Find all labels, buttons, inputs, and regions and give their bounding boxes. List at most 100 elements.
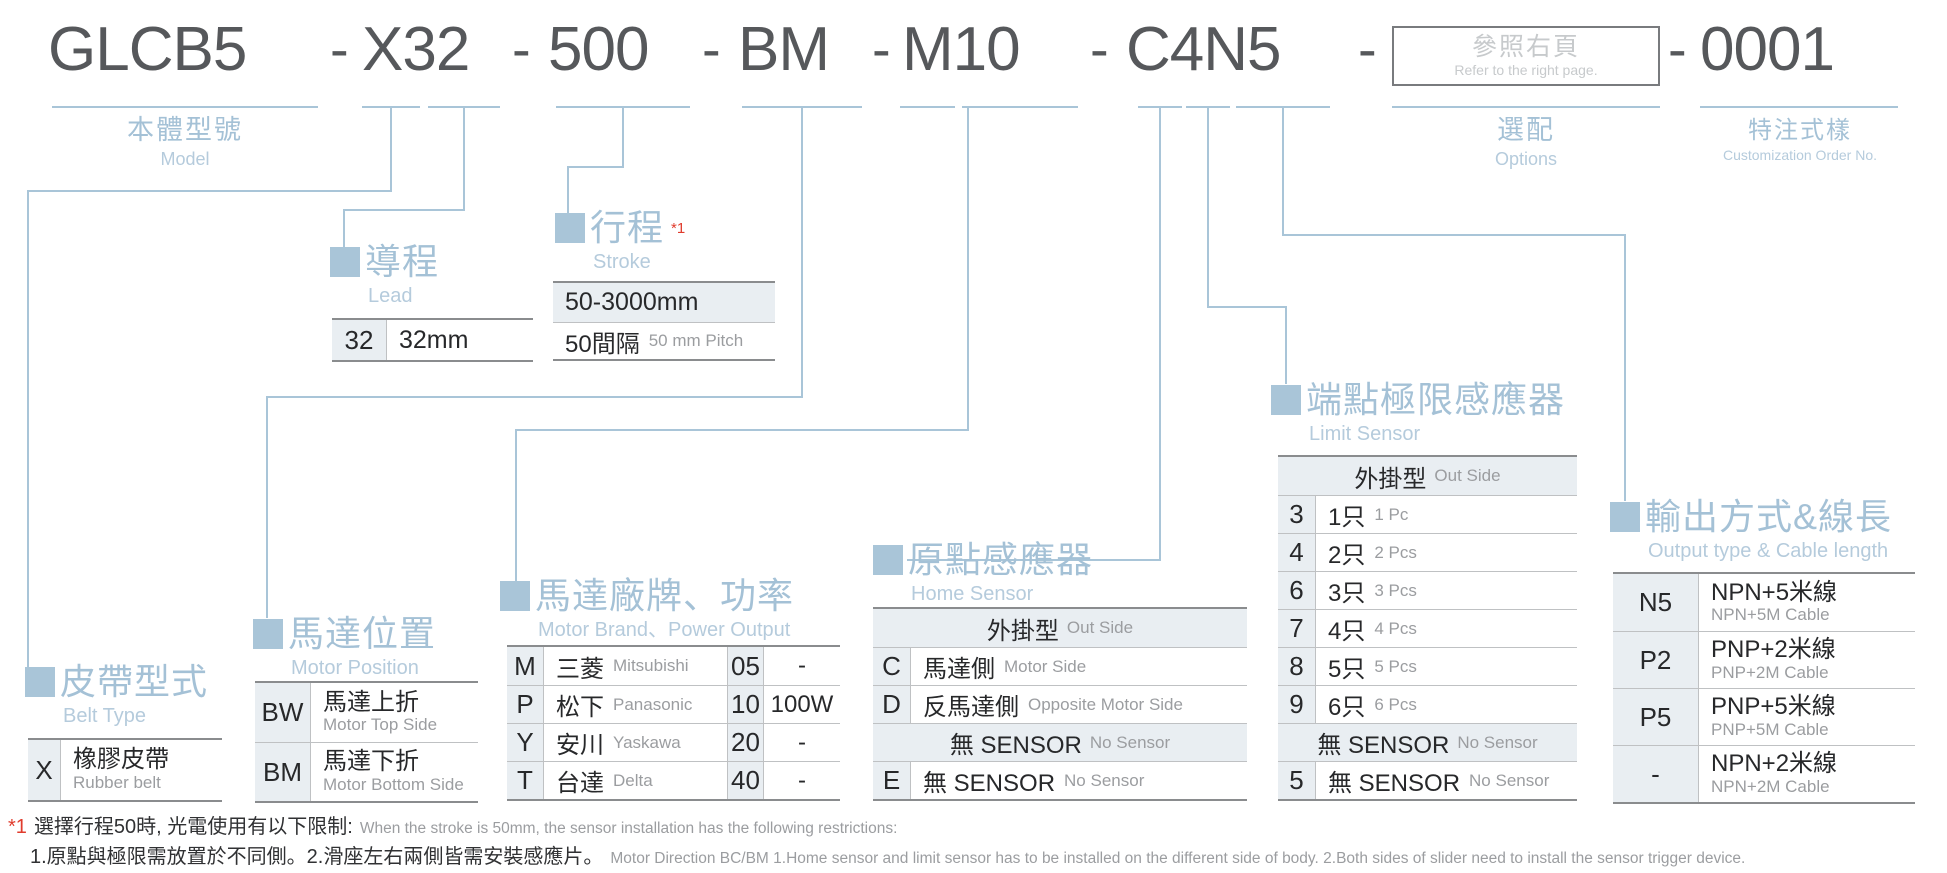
footnote-line2-cjk: 1.原點與極限需放置於不同側。2.滑座左右兩側皆需安裝感應片。 (30, 846, 604, 868)
power-code-cell: 20 (727, 724, 764, 761)
section-motor-position-heading: 馬達位置 Motor Position (253, 616, 436, 682)
motor-position-value-cjk: 馬達上折 (323, 688, 419, 716)
table-row: 8 5只 5 Pcs (1278, 647, 1577, 685)
power-value-cell: 100W (770, 690, 834, 718)
code-segment-motor-brand: M10 (902, 15, 1021, 84)
lead-heading-cjk: 導程 (365, 241, 440, 282)
bullet-icon (1610, 502, 1640, 532)
code-dash: - (330, 17, 349, 80)
limit-code-cell: 7 (1278, 610, 1316, 647)
table-row: T 台達 Delta 40 - (507, 761, 840, 799)
limit-value-cjk: 2只 (1328, 542, 1366, 569)
belt-code-cell: X (28, 740, 61, 800)
code-dash: - (1668, 17, 1687, 80)
table-row: 50-3000mm (553, 283, 775, 322)
home-sensor-heading-cjk: 原點感應器 (908, 539, 1094, 580)
motor-position-value-en: Motor Top Side (323, 715, 438, 735)
limit-sensor-heading-en: Limit Sensor (1309, 423, 1421, 445)
output-heading-en: Output type & Cable length (1648, 540, 1889, 562)
motor-position-heading-en: Motor Position (291, 657, 419, 679)
options-reference-box: 參照右頁 Refer to the right page. (1392, 26, 1660, 86)
limit-sensor-table: 外掛型 Out Side 3 1只 1 Pc 4 2只 2 Pcs 6 3只 3… (1278, 455, 1577, 801)
power-value-cell: - (798, 652, 806, 679)
output-value-en: PNP+5M Cable (1711, 719, 1829, 739)
wire-limit-sensor (1207, 107, 1287, 384)
motor-brand-table: M 三菱 Mitsubishi 05 - P 松下 Panasonic 10 1… (507, 645, 840, 801)
code-dash: - (872, 17, 891, 80)
power-code-cell: 05 (727, 647, 764, 685)
brand-en: Panasonic (613, 694, 693, 714)
label-options-cjk: 選配 (1497, 115, 1555, 145)
section-lead-heading: 導程 Lead (330, 244, 439, 310)
bullet-icon (873, 545, 903, 575)
power-value-cell: - (798, 728, 806, 756)
output-code-cell: P5 (1613, 689, 1699, 745)
motor-position-table: BW 馬達上折 Motor Top Side BM 馬達下折 Motor Bot… (255, 681, 478, 803)
limit-value-cjk: 無 SENSOR (1328, 770, 1461, 797)
code-segment-stroke: 500 (548, 15, 649, 84)
output-code-cell: - (1613, 746, 1699, 802)
table-row: - NPN+2米線 NPN+2M Cable (1613, 745, 1915, 802)
table-row: 32 32mm (332, 320, 533, 360)
table-row: P 松下 Panasonic 10 100W (507, 685, 840, 723)
motor-position-value-cjk: 馬達下折 (323, 748, 419, 776)
group-header-row: 無 SENSOR No Sensor (1278, 723, 1577, 761)
motor-position-code-cell: BM (255, 743, 311, 801)
output-code-cell: N5 (1613, 574, 1699, 631)
limit-value-cjk: 4只 (1328, 618, 1366, 645)
brand-cjk: 台達 (556, 770, 604, 797)
brand-code-cell: Y (507, 724, 544, 761)
group-header-row: 無 SENSOR No Sensor (873, 723, 1247, 761)
brand-cjk: 安川 (556, 732, 604, 759)
code-dash: - (1090, 17, 1109, 80)
home-value-cjk: 馬達側 (923, 656, 995, 683)
power-code-cell: 10 (727, 686, 764, 723)
limit-value-cjk: 6只 (1328, 694, 1366, 721)
group-header-row: 外掛型 Out Side (1278, 457, 1577, 495)
limit-value-en: 1 Pc (1374, 504, 1409, 524)
brand-code-cell: M (507, 647, 544, 685)
table-row: X 橡膠皮帶 Rubber belt (28, 740, 222, 800)
output-value-en: PNP+2M Cable (1711, 662, 1829, 682)
output-value-en: NPN+5M Cable (1711, 605, 1830, 625)
code-dash: - (702, 17, 721, 80)
footnote-line1-cjk: 選擇行程50時, 光電使用有以下限制: (33, 816, 353, 838)
limit-code-cell: 3 (1278, 496, 1316, 533)
brand-en: Yaskawa (613, 732, 681, 752)
code-segment-sensors: C4N5 (1126, 15, 1282, 84)
table-row: BM 馬達下折 Motor Bottom Side (255, 742, 478, 801)
home-sensor-heading-en: Home Sensor (911, 583, 1034, 605)
limit-value-en: No Sensor (1469, 770, 1550, 790)
output-value-cjk: PNP+5米線 (1711, 693, 1836, 721)
label-model-cjk: 本體型號 (127, 115, 243, 145)
table-row: 5 無 SENSOR No Sensor (1278, 761, 1577, 799)
wire-belt (27, 107, 392, 668)
power-value-cell: - (798, 766, 806, 794)
belt-table: X 橡膠皮帶 Rubber belt (28, 738, 222, 802)
motor-brand-heading-en: Motor Brand、Power Output (538, 619, 791, 641)
home-sensor-table: 外掛型 Out Side C 馬達側 Motor Side D 反馬達側 Opp… (873, 607, 1247, 801)
lead-value: 32mm (399, 325, 469, 354)
power-code-cell: 40 (727, 762, 764, 799)
group-header-row: 外掛型 Out Side (873, 609, 1247, 647)
output-value-cjk: NPN+5米線 (1711, 578, 1838, 606)
limit-value-en: 3 Pcs (1374, 580, 1417, 600)
belt-value-cjk: 橡膠皮帶 (73, 746, 169, 774)
label-options-en: Options (1494, 148, 1558, 169)
code-segment-order-no: 0001 (1700, 15, 1835, 84)
limit-value-cjk: 3只 (1328, 580, 1366, 607)
table-row: M 三菱 Mitsubishi 05 - (507, 647, 840, 685)
options-reference-en: Refer to the right page. (1454, 61, 1598, 78)
stroke-range: 50-3000mm (565, 288, 699, 316)
limit-code-cell: 9 (1278, 686, 1316, 723)
output-heading-cjk: 輸出方式&線長 (1645, 496, 1893, 537)
limit-value-cjk: 1只 (1328, 504, 1366, 531)
group-header-cjk: 無 SENSOR (949, 732, 1082, 759)
group-header-en: No Sensor (1089, 732, 1171, 752)
group-header-cjk: 外掛型 (986, 617, 1059, 645)
wire-stroke (567, 107, 624, 216)
brand-code-cell: P (507, 686, 544, 723)
stroke-pitch-cjk: 50間隔 (565, 330, 640, 358)
section-stroke-heading: 行程 *1 Stroke (555, 210, 685, 276)
home-code-cell: C (873, 648, 911, 685)
